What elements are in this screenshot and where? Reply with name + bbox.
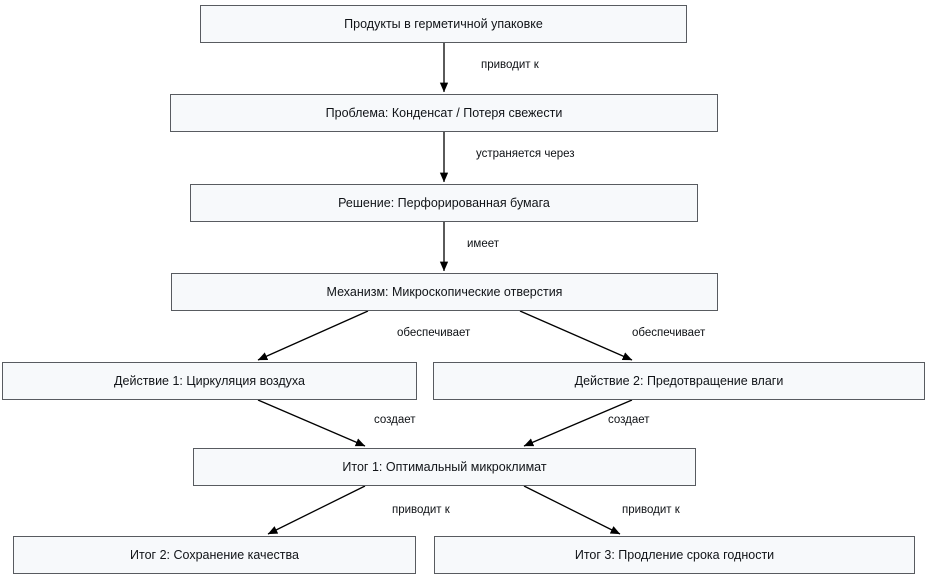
node-result-3[interactable]: Итог 3: Продление срока годности	[434, 536, 915, 574]
node-mechanism-label: Механизм: Микроскопические отверстия	[326, 284, 563, 299]
edge-path-p5	[519, 310, 633, 361]
edge-paths-group	[257, 43, 633, 535]
node-result-2[interactable]: Итог 2: Сохранение качества	[13, 536, 416, 574]
edge-label-source-problem: приводит к	[481, 59, 539, 71]
node-mechanism[interactable]: Механизм: Микроскопические отверстия	[171, 273, 718, 311]
node-result-1[interactable]: Итог 1: Оптимальный микроклимат	[193, 448, 696, 486]
node-result-1-label: Итог 1: Оптимальный микроклимат	[342, 459, 547, 474]
node-action-1-label: Действие 1: Циркуляция воздуха	[114, 373, 305, 388]
node-solution-label: Решение: Перфорированная бумага	[338, 195, 550, 210]
edge-label-action-1-result-1: создает	[374, 414, 416, 426]
edge-label-problem-solution: устраняется через	[476, 148, 575, 160]
node-result-3-label: Итог 3: Продление срока годности	[574, 547, 775, 562]
node-problem[interactable]: Проблема: Конденсат / Потеря свежести	[170, 94, 718, 132]
node-result-2-label: Итог 2: Сохранение качества	[130, 547, 299, 562]
node-solution[interactable]: Решение: Перфорированная бумага	[190, 184, 698, 222]
edge-label-result-1-result-2: приводит к	[392, 504, 450, 516]
edge-path-p6	[257, 399, 366, 447]
edge-path-p4	[257, 310, 369, 361]
edge-label-mechanism-action-1: обеспечивает	[397, 327, 471, 339]
node-action-2-label: Действие 2: Предотвращение влаги	[574, 373, 784, 388]
node-problem-label: Проблема: Конденсат / Потеря свежести	[325, 105, 563, 120]
edge-label-result-1-result-3: приводит к	[622, 504, 680, 516]
node-action-2[interactable]: Действие 2: Предотвращение влаги	[433, 362, 925, 400]
edge-label-solution-mechanism: имеет	[467, 238, 500, 250]
edge-path-p7	[523, 399, 633, 447]
edge-path-p9	[523, 485, 621, 535]
node-source[interactable]: Продукты в герметичной упаковке	[200, 5, 687, 43]
node-source-label: Продукты в герметичной упаковке	[344, 16, 543, 31]
node-action-1[interactable]: Действие 1: Циркуляция воздуха	[2, 362, 417, 400]
edge-path-p8	[267, 485, 366, 535]
edge-label-action-2-result-1: создает	[608, 414, 650, 426]
edge-label-mechanism-action-2: обеспечивает	[632, 327, 706, 339]
